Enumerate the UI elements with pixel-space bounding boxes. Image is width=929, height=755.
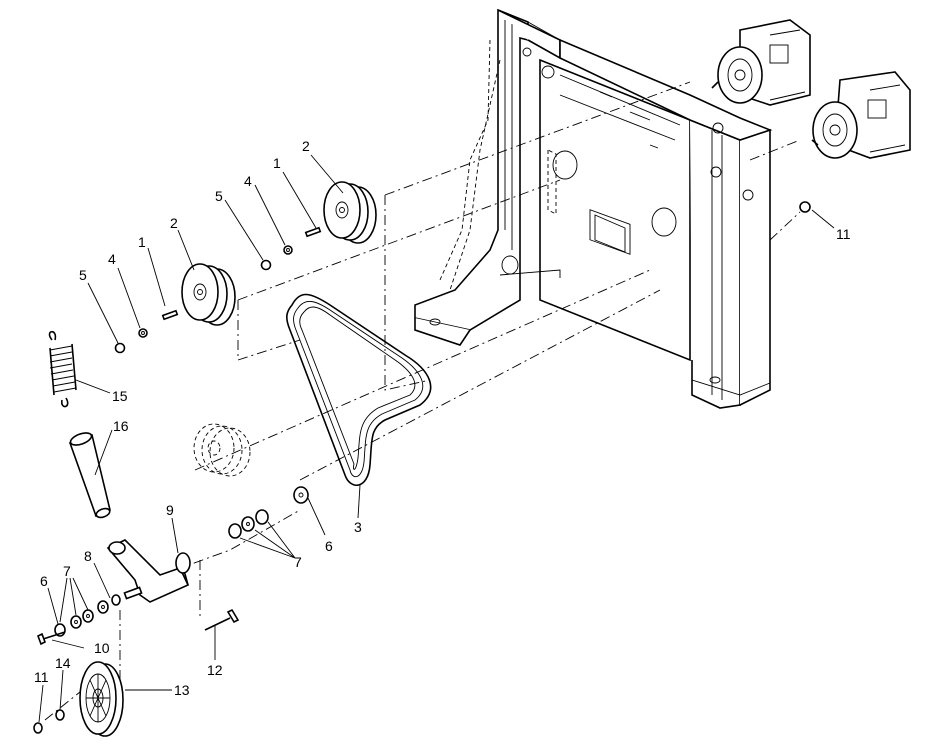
callout-7-left: 7 (63, 563, 71, 579)
callout-6-right: 6 (325, 538, 333, 554)
washer-14 (55, 709, 65, 721)
idler-arm (106, 539, 191, 603)
pulley-ghost (193, 423, 251, 477)
callout-9: 9 (166, 502, 174, 518)
callout-7-right: 7 (294, 554, 302, 570)
spacer-tube (68, 432, 111, 519)
callout-1-upper: 1 (273, 155, 281, 171)
washer-upper (283, 245, 293, 255)
callout-5-lower: 5 (79, 267, 87, 283)
idler-washers-right (228, 486, 309, 539)
key-lower (161, 309, 179, 321)
idler-washers-left (54, 594, 121, 637)
callout-11-upper: 11 (836, 226, 851, 242)
nut-11-lower (33, 722, 43, 734)
washer-lower (138, 328, 148, 338)
extension-spring (48, 330, 77, 408)
bolt-10 (36, 631, 66, 646)
callout-1-lower: 1 (138, 234, 146, 250)
callout-8: 8 (84, 548, 92, 564)
hydraulic-pump-lower (811, 71, 911, 159)
callout-4-upper: 4 (244, 173, 252, 189)
frame-assembly (414, 8, 773, 409)
nut-lower (114, 342, 126, 354)
callout-14: 14 (55, 655, 71, 671)
nut-upper (260, 259, 272, 271)
callout-6-left: 6 (40, 573, 48, 589)
callout-4-lower: 4 (108, 251, 116, 267)
callout-13: 13 (174, 682, 190, 698)
callout-10: 10 (94, 640, 110, 656)
nut-11-upper (799, 201, 811, 213)
hydraulic-pump-upper (711, 19, 811, 106)
callout-16: 16 (113, 418, 129, 434)
bolt-12 (204, 608, 240, 631)
v-belt (286, 293, 432, 486)
leader-lines (38, 154, 835, 723)
callout-5-upper: 5 (215, 188, 223, 204)
callout-2-upper: 2 (302, 138, 310, 154)
callout-12: 12 (207, 662, 223, 678)
idler-pulley (79, 661, 124, 737)
callout-labels: 1 2 4 5 1 2 4 5 11 15 16 9 8 7 6 10 6 3 … (34, 138, 851, 698)
key-upper (304, 226, 322, 238)
callout-3: 3 (354, 519, 362, 535)
callout-2-lower: 2 (170, 215, 178, 231)
pulley-lower (181, 263, 236, 326)
pulley-upper (323, 181, 377, 244)
callout-11-lower: 11 (34, 669, 49, 685)
callout-15: 15 (112, 388, 128, 404)
